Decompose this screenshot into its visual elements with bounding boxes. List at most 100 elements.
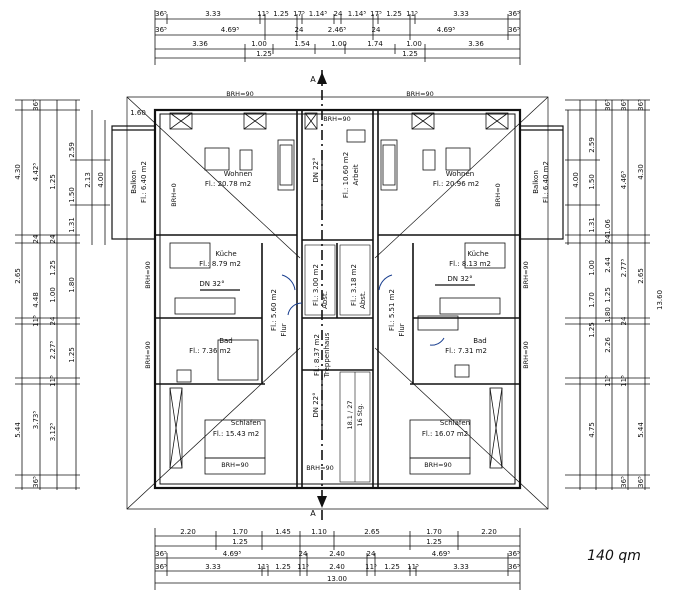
dim-right-c1-6: 4.75 — [588, 422, 596, 438]
dim-right-c1-5: 2.26 — [604, 337, 612, 353]
top-dimension-lines — [154, 10, 521, 65]
dim-bot-r4-9: 3.33 — [453, 563, 469, 571]
room-wohnen-left-name: Wohnen — [224, 170, 252, 178]
room-wohnen-left-area: Fl.: 20.78 m2 — [205, 180, 251, 188]
staircase — [339, 371, 371, 483]
dim-bot-r3-6: 36⁵ — [508, 550, 520, 558]
room-balkon-left-area: Fl.: 6.40 m2 — [140, 161, 148, 203]
left-dimension-labels: 4.30 2.65 5.44 4.42⁵ 4.48 3.73⁵ 36⁵ 24 1… — [14, 99, 146, 488]
dim-right-c3-2: 5.44 — [637, 422, 645, 438]
roof-dn-bottom: DN 22° — [312, 392, 320, 417]
dim-top-r2-3: 2.46⁵ — [328, 26, 347, 34]
dim-left-c5-0: 1.60 — [130, 109, 146, 117]
dimension-labels: 36⁵ 3.33 11⁵ 1.25 17⁵ 1.14⁵ 24 1.14⁵ 17⁵… — [155, 10, 520, 583]
dim-left-c4-2: 1.31 — [68, 217, 76, 233]
door-swings — [281, 274, 445, 346]
dim-right-c2-5: 24 — [620, 316, 628, 325]
room-wohnen-right-name: Wohnen — [446, 170, 474, 178]
brh-bottom-center: BRH=90 — [306, 464, 334, 472]
dim-top-r4-0: 1.25 — [256, 50, 272, 58]
section-mark-bottom: A — [310, 509, 316, 518]
room-flur-right-area: Fl.: 5.51 m2 — [388, 289, 396, 331]
room-flur-right-name: Flur — [398, 323, 406, 336]
room-labels: Wohnen Fl.: 20.78 m2 Wohnen Fl.: 20.96 m… — [130, 152, 550, 438]
dim-top-r1-11: 3.33 — [453, 10, 469, 18]
room-schlafen-left-name: Schlafen — [231, 419, 261, 427]
dim-top-r1-4: 17⁵ — [293, 10, 305, 18]
dim-bot-r4-4: 11⁵ — [297, 563, 309, 571]
dim-right-c4-1: 2.77⁵ — [620, 259, 628, 278]
dim-left-c5-1: 2.13 — [84, 172, 92, 188]
dim-top-r2-5: 4.69⁵ — [437, 26, 456, 34]
room-bad-left-name: Bad — [219, 337, 233, 345]
dim-top-r1-2: 11⁵ — [257, 10, 269, 18]
dim-left-c5-2: 1.00 — [49, 287, 57, 303]
section-arrows — [317, 72, 327, 508]
dim-right-small-0: 36⁵ — [620, 99, 628, 111]
brh-top-right: BRH=90 — [406, 90, 434, 98]
stair-labels: 18.1 / 27 16 Stg. — [346, 400, 364, 429]
dim-top-r3-5: 1.00 — [406, 40, 422, 48]
dim-bot-r1-6: 2.20 — [481, 528, 497, 536]
dim-bot-r4-3: 1.25 — [275, 563, 291, 571]
room-kuche-left-area: Fl.: 8.79 m2 — [199, 260, 241, 268]
dim-right-c2-2: 1.06 — [604, 219, 612, 235]
section-mark-top: A — [310, 75, 316, 84]
room-kuche-right-name: Küche — [467, 250, 488, 258]
dim-bot-r1-2: 1.45 — [275, 528, 291, 536]
dim-left-c2-1: 4.48 — [32, 292, 40, 308]
dim-top-r3-1: 1.00 — [251, 40, 267, 48]
dim-top-r1-12: 36⁵ — [508, 10, 520, 18]
room-treppenhaus-area: Fl.: 8.37 m2 — [313, 334, 321, 376]
dim-left-c6-0: 4.00 — [97, 172, 105, 188]
dim-left-c4-6: 24 — [49, 234, 57, 243]
room-kuche-left-name: Küche — [215, 250, 236, 258]
dim-left-c3-2: 11⁵ — [32, 315, 40, 327]
brh-side-left1: BRH=90 — [144, 261, 152, 289]
dim-right-c1-2: 1.00 — [588, 260, 596, 276]
dim-left-c4-0: 2.59 — [68, 142, 76, 158]
dim-right-c1-4: 1.25 — [588, 322, 596, 338]
room-arbeit-name: Arbeit — [352, 164, 360, 185]
dim-top-r1-1: 3.33 — [205, 10, 221, 18]
section-marks: A A — [310, 75, 316, 518]
outer-walls — [153, 108, 522, 490]
dim-bot-r4-7: 1.25 — [384, 563, 400, 571]
dim-bot-total: 13.00 — [327, 575, 347, 583]
dim-left-c2-0: 4.42⁵ — [32, 163, 40, 182]
dim-right-c1-3: 1.70 — [588, 292, 596, 308]
dim-left-c5-3: 1.25 — [49, 174, 57, 190]
dim-left-c4-1: 1.50 — [68, 187, 76, 203]
dim-top-r1-8: 17⁵ — [370, 10, 382, 18]
dim-left-c1-1: 2.65 — [14, 268, 22, 284]
dim-right-c2-1: 24 — [604, 234, 612, 243]
dim-left-c3-5: 36⁵ — [32, 476, 40, 488]
dim-bot-r3-3: 2.40 — [329, 550, 345, 558]
dim-left-c4-4: 1.25 — [68, 347, 76, 363]
dim-top-r2-4: 24 — [372, 26, 381, 34]
dim-top-r2-6: 36⁵ — [508, 26, 520, 34]
dim-bot-r4-5: 2.40 — [329, 563, 345, 571]
room-bad-right-name: Bad — [473, 337, 487, 345]
dim-right-small-3: 36⁵ — [637, 476, 645, 488]
left-dimension-lines — [15, 99, 110, 490]
stair-ratio: 18.1 / 27 — [346, 400, 354, 429]
dim-left-c4-5: 3.12⁵ — [49, 423, 57, 442]
room-wohnen-right-area: Fl.: 20.96 m2 — [433, 180, 479, 188]
dim-right-c3-0: 4.30 — [637, 164, 645, 180]
dim-right-c6-0: 4.00 — [572, 172, 580, 188]
dim-right-small-5: 11⁵ — [604, 375, 612, 387]
brh-balcony-right: BRH=0 — [494, 183, 502, 206]
dim-bot-r1-3: 1.10 — [311, 528, 327, 536]
dim-right-small-2: 36⁵ — [620, 476, 628, 488]
dim-bot-r2-0: 1.25 — [232, 538, 248, 546]
dim-top-r1-5: 1.14⁵ — [309, 10, 328, 18]
dim-left-c3-1: 24 — [32, 234, 40, 243]
brh-sleep-left: BRH=90 — [221, 461, 249, 469]
dim-bot-r1-1: 1.70 — [232, 528, 248, 536]
dim-left-c1-0: 4.30 — [14, 164, 22, 180]
dim-left-c4-8: 1.25 — [49, 260, 57, 276]
dim-top-r1-0: 36⁵ — [155, 10, 167, 18]
dim-bot-r2-1: 1.25 — [426, 538, 442, 546]
dim-bot-r4-0: 36⁵ — [155, 563, 167, 571]
